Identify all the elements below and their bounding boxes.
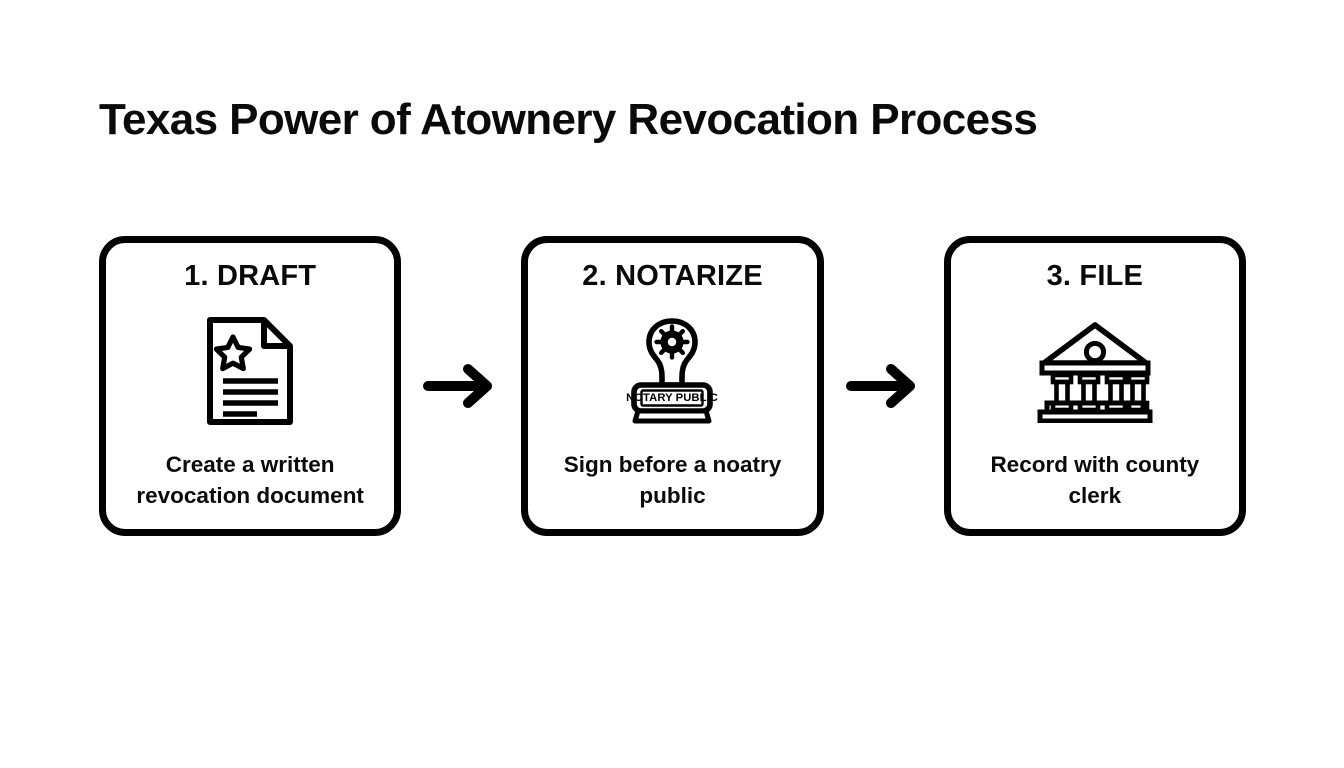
step-caption-draft: Create a written revocation document — [136, 451, 364, 508]
step-caption-file: Record with county clerk — [990, 451, 1200, 508]
step-title-notarize: 2. NOTARIZE — [582, 260, 763, 292]
stamp-label-text: NOTARY PUBLIC — [627, 392, 719, 404]
process-flow: 1. DRAFT Create a written revocation doc… — [99, 236, 1246, 536]
step-card-file[interactable]: 3. FILE — [943, 236, 1246, 536]
step-card-draft[interactable]: 1. DRAFT Create a written revocation doc… — [99, 236, 402, 536]
step-caption-notarize: Sign before a noatry public — [563, 451, 782, 508]
step-title-draft: 1. DRAFT — [184, 260, 317, 292]
arrow-right-icon-1 — [401, 356, 521, 416]
courthouse-icon — [965, 293, 1225, 449]
notary-stamp-icon: NOTARY PUBLIC — [542, 293, 802, 449]
arrow-right-icon-2 — [824, 356, 944, 416]
step-title-file: 3. FILE — [1046, 260, 1144, 292]
page-title: Texas Power of Atownery Revocation Proce… — [99, 95, 1038, 145]
step-card-notarize[interactable]: 2. NOTARIZE — [521, 236, 824, 536]
document-with-star-icon — [120, 293, 380, 449]
